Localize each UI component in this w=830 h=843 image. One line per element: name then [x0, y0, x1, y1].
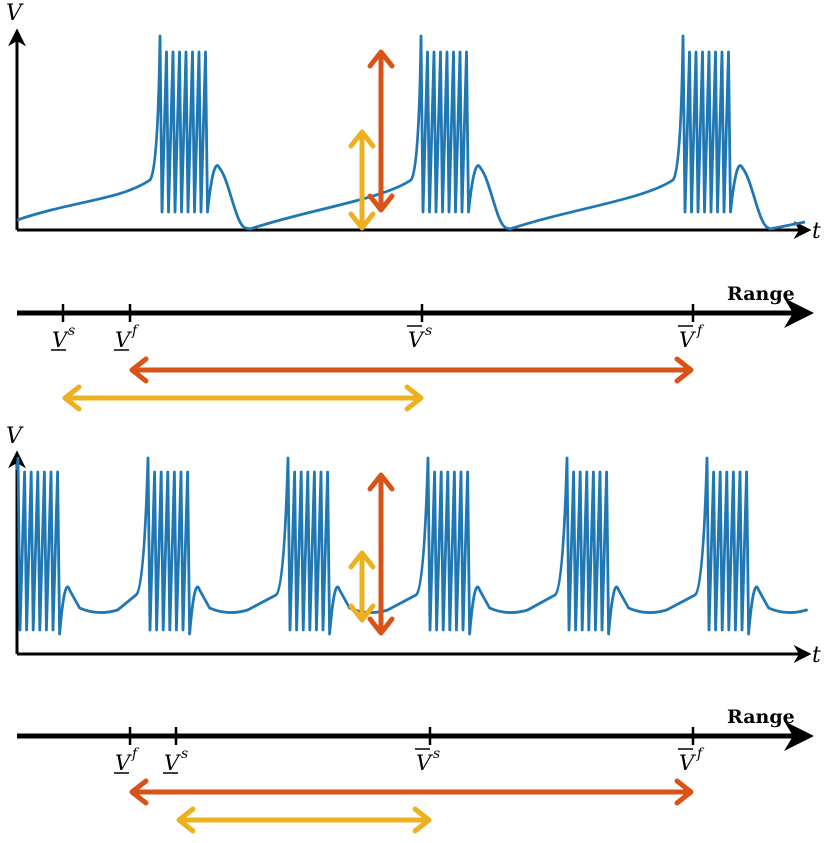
svg-text:f: f: [696, 746, 705, 762]
voltage-trace: [15, 456, 808, 636]
svg-text:V: V: [679, 751, 696, 775]
panel-2: V t Range V f: [6, 424, 821, 834]
svg-text:V: V: [164, 751, 181, 775]
bound-vs-lower: V s: [163, 727, 188, 775]
bound-vf-upper: V f: [678, 304, 705, 352]
svg-text:s: s: [181, 746, 188, 762]
bound-vf-lower: V f: [114, 304, 140, 352]
bound-vs-lower: V s: [51, 304, 75, 352]
svg-text:f: f: [696, 323, 705, 339]
slow-range-interval: [62, 384, 424, 412]
voltage-plot-1: V t: [6, 1, 821, 244]
bound-vs-upper: V s: [407, 304, 432, 352]
svg-text:f: f: [131, 323, 140, 339]
fast-range-interval: [129, 356, 694, 384]
slow-range-interval: [176, 806, 432, 834]
panel-1: V t Range V s: [6, 1, 821, 412]
svg-text:V: V: [679, 328, 696, 352]
svg-text:s: s: [425, 323, 432, 339]
svg-text:s: s: [433, 746, 440, 762]
y-axis-label: V: [6, 424, 24, 449]
range-label: Range: [727, 706, 795, 728]
range-axis-2: Range V f V s V s V: [17, 706, 814, 834]
range-label: Range: [727, 283, 795, 305]
x-axis-label: t: [812, 219, 821, 244]
fast-subsystem-range-arrow: [367, 472, 395, 636]
svg-text:V: V: [115, 751, 132, 775]
slow-subsystem-range-arrow: [348, 129, 376, 231]
fast-subsystem-range-arrow: [367, 49, 395, 213]
svg-text:f: f: [131, 746, 140, 762]
slow-subsystem-range-arrow: [348, 550, 376, 623]
bound-vs-upper: V s: [415, 727, 440, 775]
bound-vf-lower: V f: [114, 727, 140, 775]
svg-text:s: s: [68, 323, 75, 339]
bound-vf-upper: V f: [678, 727, 705, 775]
svg-text:V: V: [115, 328, 132, 352]
range-axis-1: Range V s V f V s V: [17, 283, 814, 412]
svg-text:V: V: [52, 328, 69, 352]
svg-text:V: V: [416, 751, 433, 775]
voltage-plot-2: V t: [6, 424, 821, 668]
y-axis-label: V: [6, 1, 24, 26]
svg-text:V: V: [408, 328, 425, 352]
voltage-trace: [16, 34, 806, 231]
fast-range-interval: [129, 778, 694, 806]
x-axis-label: t: [812, 643, 821, 668]
